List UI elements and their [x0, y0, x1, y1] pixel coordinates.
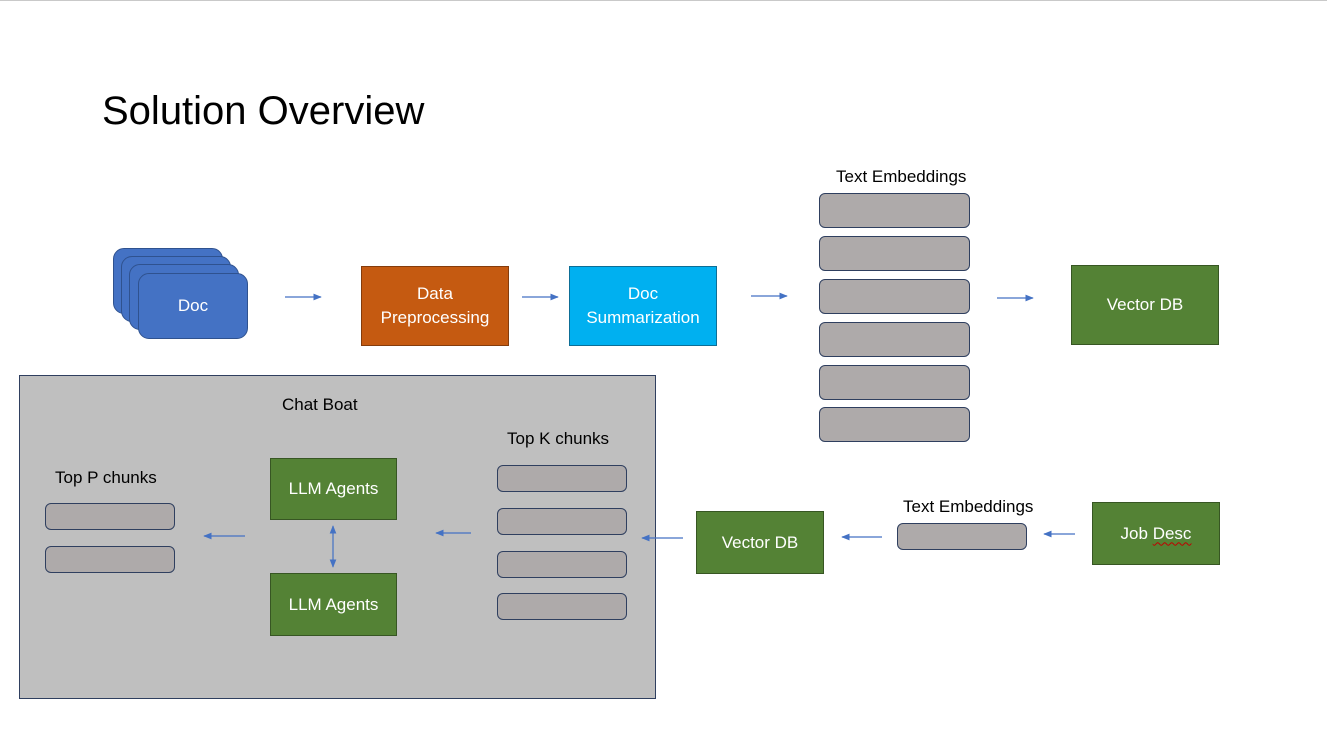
vector-db-box-top: Vector DB — [1071, 265, 1219, 345]
embedding-bar — [819, 365, 970, 400]
doc-card-front: Doc — [138, 273, 248, 339]
slide-title: Solution Overview — [102, 89, 425, 133]
chunk-bar — [45, 546, 175, 573]
text-embeddings-label-top: Text Embeddings — [836, 167, 967, 186]
llm-agents-label-bottom: LLM Agents — [288, 594, 379, 614]
vector-db-box-bottom: Vector DB — [696, 511, 824, 574]
chunk-bar — [45, 503, 175, 530]
chunk-bar — [497, 551, 627, 578]
doc-label: Doc — [177, 296, 209, 315]
llm-agents-box-top: LLM Agents — [270, 458, 397, 520]
embedding-bar — [819, 236, 970, 271]
embedding-bar — [819, 407, 970, 442]
doc-summarization-line1: Doc — [627, 284, 659, 303]
top-p-chunks-label: Top P chunks — [55, 468, 157, 487]
vector-db-label-top: Vector DB — [1106, 295, 1184, 314]
data-preprocessing-line2: Preprocessing — [380, 308, 490, 327]
vector-db-label-bottom: Vector DB — [721, 532, 799, 552]
chunk-bar — [497, 465, 627, 492]
embedding-bar — [819, 193, 970, 228]
doc-summarization-line2: Summarization — [586, 308, 700, 327]
job-desc-box: Job Desc — [1092, 502, 1220, 565]
embedding-bar-bottom — [897, 523, 1027, 550]
data-preprocessing-line1: Data — [417, 284, 453, 303]
top-k-chunks-label: Top K chunks — [507, 429, 610, 448]
chunk-bar — [497, 508, 627, 535]
job-desc-word1: Job — [1120, 523, 1148, 543]
chunk-bar — [497, 593, 627, 620]
text-embeddings-label-bottom: Text Embeddings — [903, 497, 1034, 516]
embedding-bar — [819, 279, 970, 314]
llm-agents-label-top: LLM Agents — [288, 479, 379, 498]
chat-boat-panel — [19, 375, 656, 699]
data-preprocessing-box: Data Preprocessing — [361, 266, 509, 346]
job-desc-label: Job Desc — [1121, 522, 1192, 546]
embedding-bar — [819, 322, 970, 357]
job-desc-word2: Desc — [1152, 523, 1192, 543]
doc-summarization-box: Doc Summarization — [569, 266, 717, 346]
slide-top-border — [0, 0, 1327, 1]
llm-agents-box-bottom: LLM Agents — [270, 573, 397, 636]
chat-boat-title: Chat Boat — [282, 395, 358, 414]
